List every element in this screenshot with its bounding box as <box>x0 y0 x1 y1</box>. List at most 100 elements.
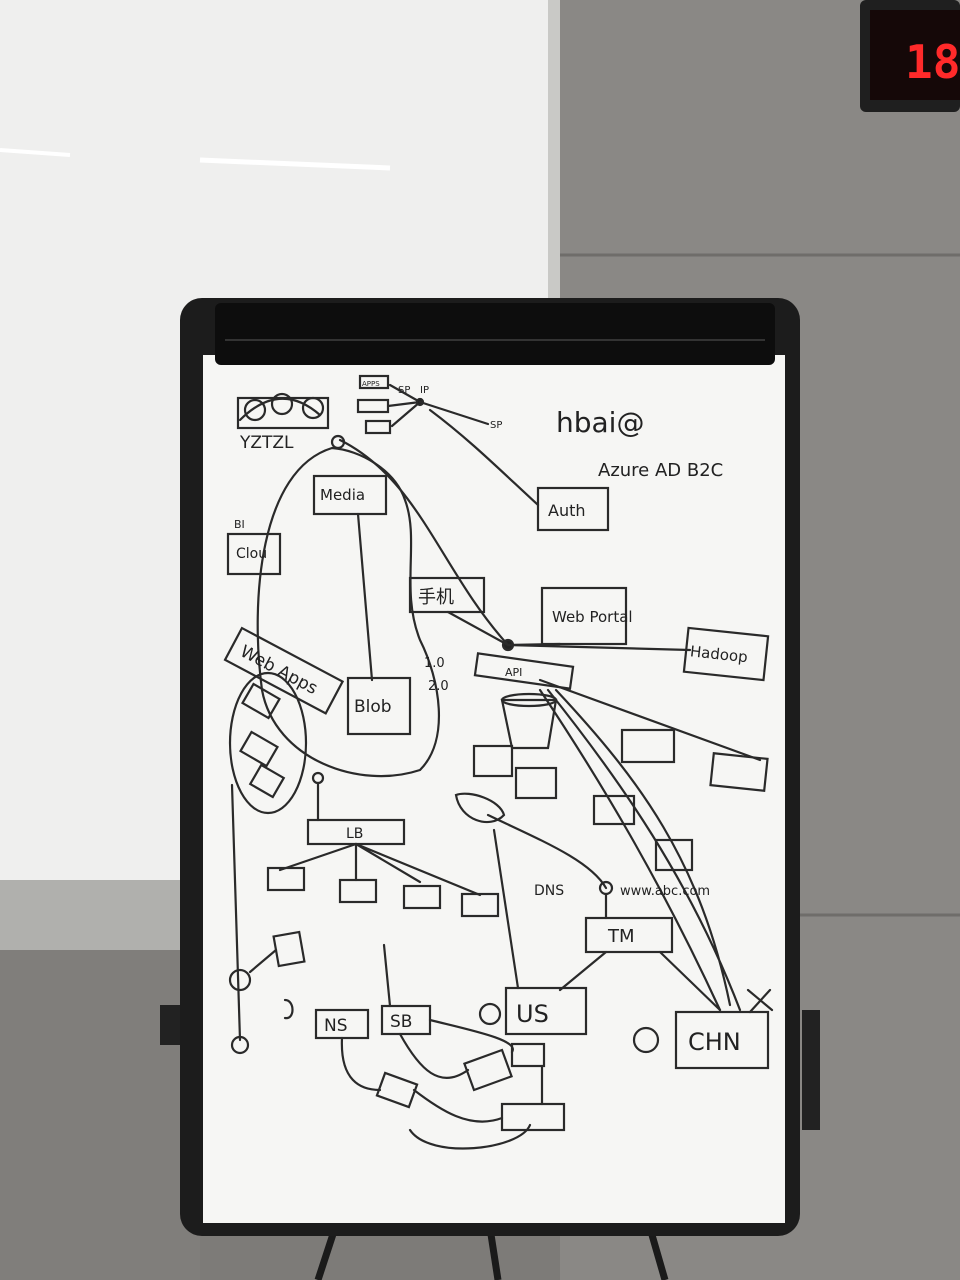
connector <box>356 512 374 682</box>
top-app-boxes: SP IP APPS SP <box>356 374 502 435</box>
blob-label: Blob <box>354 697 392 717</box>
easel-clamp-right <box>802 1010 820 1130</box>
whiteboard-diagram: YZTZL SP IP APPS SP hbai@ Azure AD B2C M… <box>223 374 774 1150</box>
connector <box>538 678 762 762</box>
oval-item <box>241 682 281 720</box>
chn-label: CHN <box>688 1028 741 1056</box>
ns-label: NS <box>324 1016 348 1036</box>
blob-box <box>346 676 412 736</box>
easel-clamp-left <box>160 1005 182 1045</box>
balloon-shape <box>454 792 506 824</box>
web-portal-label: Web Portal <box>552 608 633 626</box>
sb-label: SB <box>390 1012 412 1032</box>
branch-box <box>514 766 558 800</box>
ip-label: IP <box>420 385 429 396</box>
auth-label: Auth <box>548 501 586 520</box>
header-subtitle: Azure AD B2C <box>598 460 723 481</box>
lower-wall <box>0 950 200 1280</box>
dns-label: DNS <box>534 883 564 899</box>
easel-leg <box>486 1227 502 1280</box>
oval-item <box>239 730 279 768</box>
sub-box <box>463 1048 513 1092</box>
connector <box>492 828 520 990</box>
version-label-1: 1.0 <box>424 656 445 671</box>
media-label: Media <box>320 486 365 504</box>
sub-box <box>460 892 500 918</box>
node-circle <box>230 1035 250 1055</box>
tm-label: TM <box>607 926 635 947</box>
mobile-label: 手机 <box>418 587 454 608</box>
node-circle <box>228 968 252 992</box>
cloud-box <box>226 532 282 576</box>
easel-leg <box>646 1227 669 1280</box>
sub-box <box>510 1042 546 1068</box>
connector <box>386 383 422 428</box>
sub-box <box>338 878 378 904</box>
app-box <box>358 374 390 390</box>
easel <box>160 1005 820 1280</box>
connector <box>486 813 608 890</box>
wall-reflection <box>199 157 391 171</box>
loop-outline <box>256 446 441 778</box>
api-box <box>473 652 575 690</box>
cross-mark <box>746 988 774 1014</box>
person-icon <box>243 398 267 422</box>
whiteboard-surface <box>203 355 785 1223</box>
mark-stroke <box>283 998 294 1020</box>
sp-label: SP <box>398 385 410 396</box>
connector <box>278 781 482 897</box>
connector <box>428 408 540 507</box>
header-title: hbai@ <box>556 406 644 439</box>
connector <box>382 943 392 1008</box>
branch-box <box>472 744 514 778</box>
app-box <box>364 419 392 435</box>
branch-box <box>592 794 636 826</box>
chn-box <box>674 1010 770 1070</box>
connector <box>418 400 490 426</box>
paper-clamp-bar <box>215 303 775 365</box>
branch-box <box>620 728 676 764</box>
apps-label: APPS <box>362 380 380 388</box>
connector <box>230 783 242 1042</box>
sp-label-2: SP <box>490 420 502 431</box>
tm-box <box>584 916 674 954</box>
connector <box>338 438 692 652</box>
cloud-label: Clou <box>236 546 267 562</box>
branch-box <box>709 752 769 792</box>
globe-icon <box>478 1002 502 1026</box>
flipchart-whiteboard <box>180 298 800 1236</box>
sub-box <box>266 866 306 892</box>
left-top-label: YZTZL <box>239 433 294 453</box>
clock-display <box>870 10 960 100</box>
wall-base <box>0 880 200 950</box>
hadoop-label: Hadoop <box>689 642 748 666</box>
easel-leg <box>314 1226 339 1280</box>
us-label: US <box>516 1000 549 1028</box>
version-label-2: 2.0 <box>428 679 449 694</box>
auth-box <box>536 486 610 532</box>
sub-box <box>375 1071 419 1109</box>
connector <box>408 1123 532 1150</box>
people-sketch <box>236 392 330 430</box>
connector <box>340 1018 544 1123</box>
oval-item <box>248 763 286 799</box>
web-apps-box <box>223 626 345 715</box>
sub-box <box>402 884 442 910</box>
sketch-box <box>236 396 330 430</box>
web-portal-box <box>540 586 628 646</box>
globe-icon <box>632 1026 660 1054</box>
connector <box>538 688 742 1012</box>
media-box <box>312 474 388 516</box>
clock-digits: 18: <box>905 35 960 89</box>
url-label: www.abc.com <box>620 884 710 899</box>
bi-label: BI <box>234 518 245 531</box>
us-box <box>504 986 588 1036</box>
connector <box>248 948 278 974</box>
lb-label: LB <box>346 826 363 842</box>
connector <box>558 892 722 1012</box>
wall-reflection <box>0 148 71 157</box>
apps-oval <box>228 671 308 815</box>
api-label: API <box>505 666 522 679</box>
person-icon <box>270 392 294 416</box>
